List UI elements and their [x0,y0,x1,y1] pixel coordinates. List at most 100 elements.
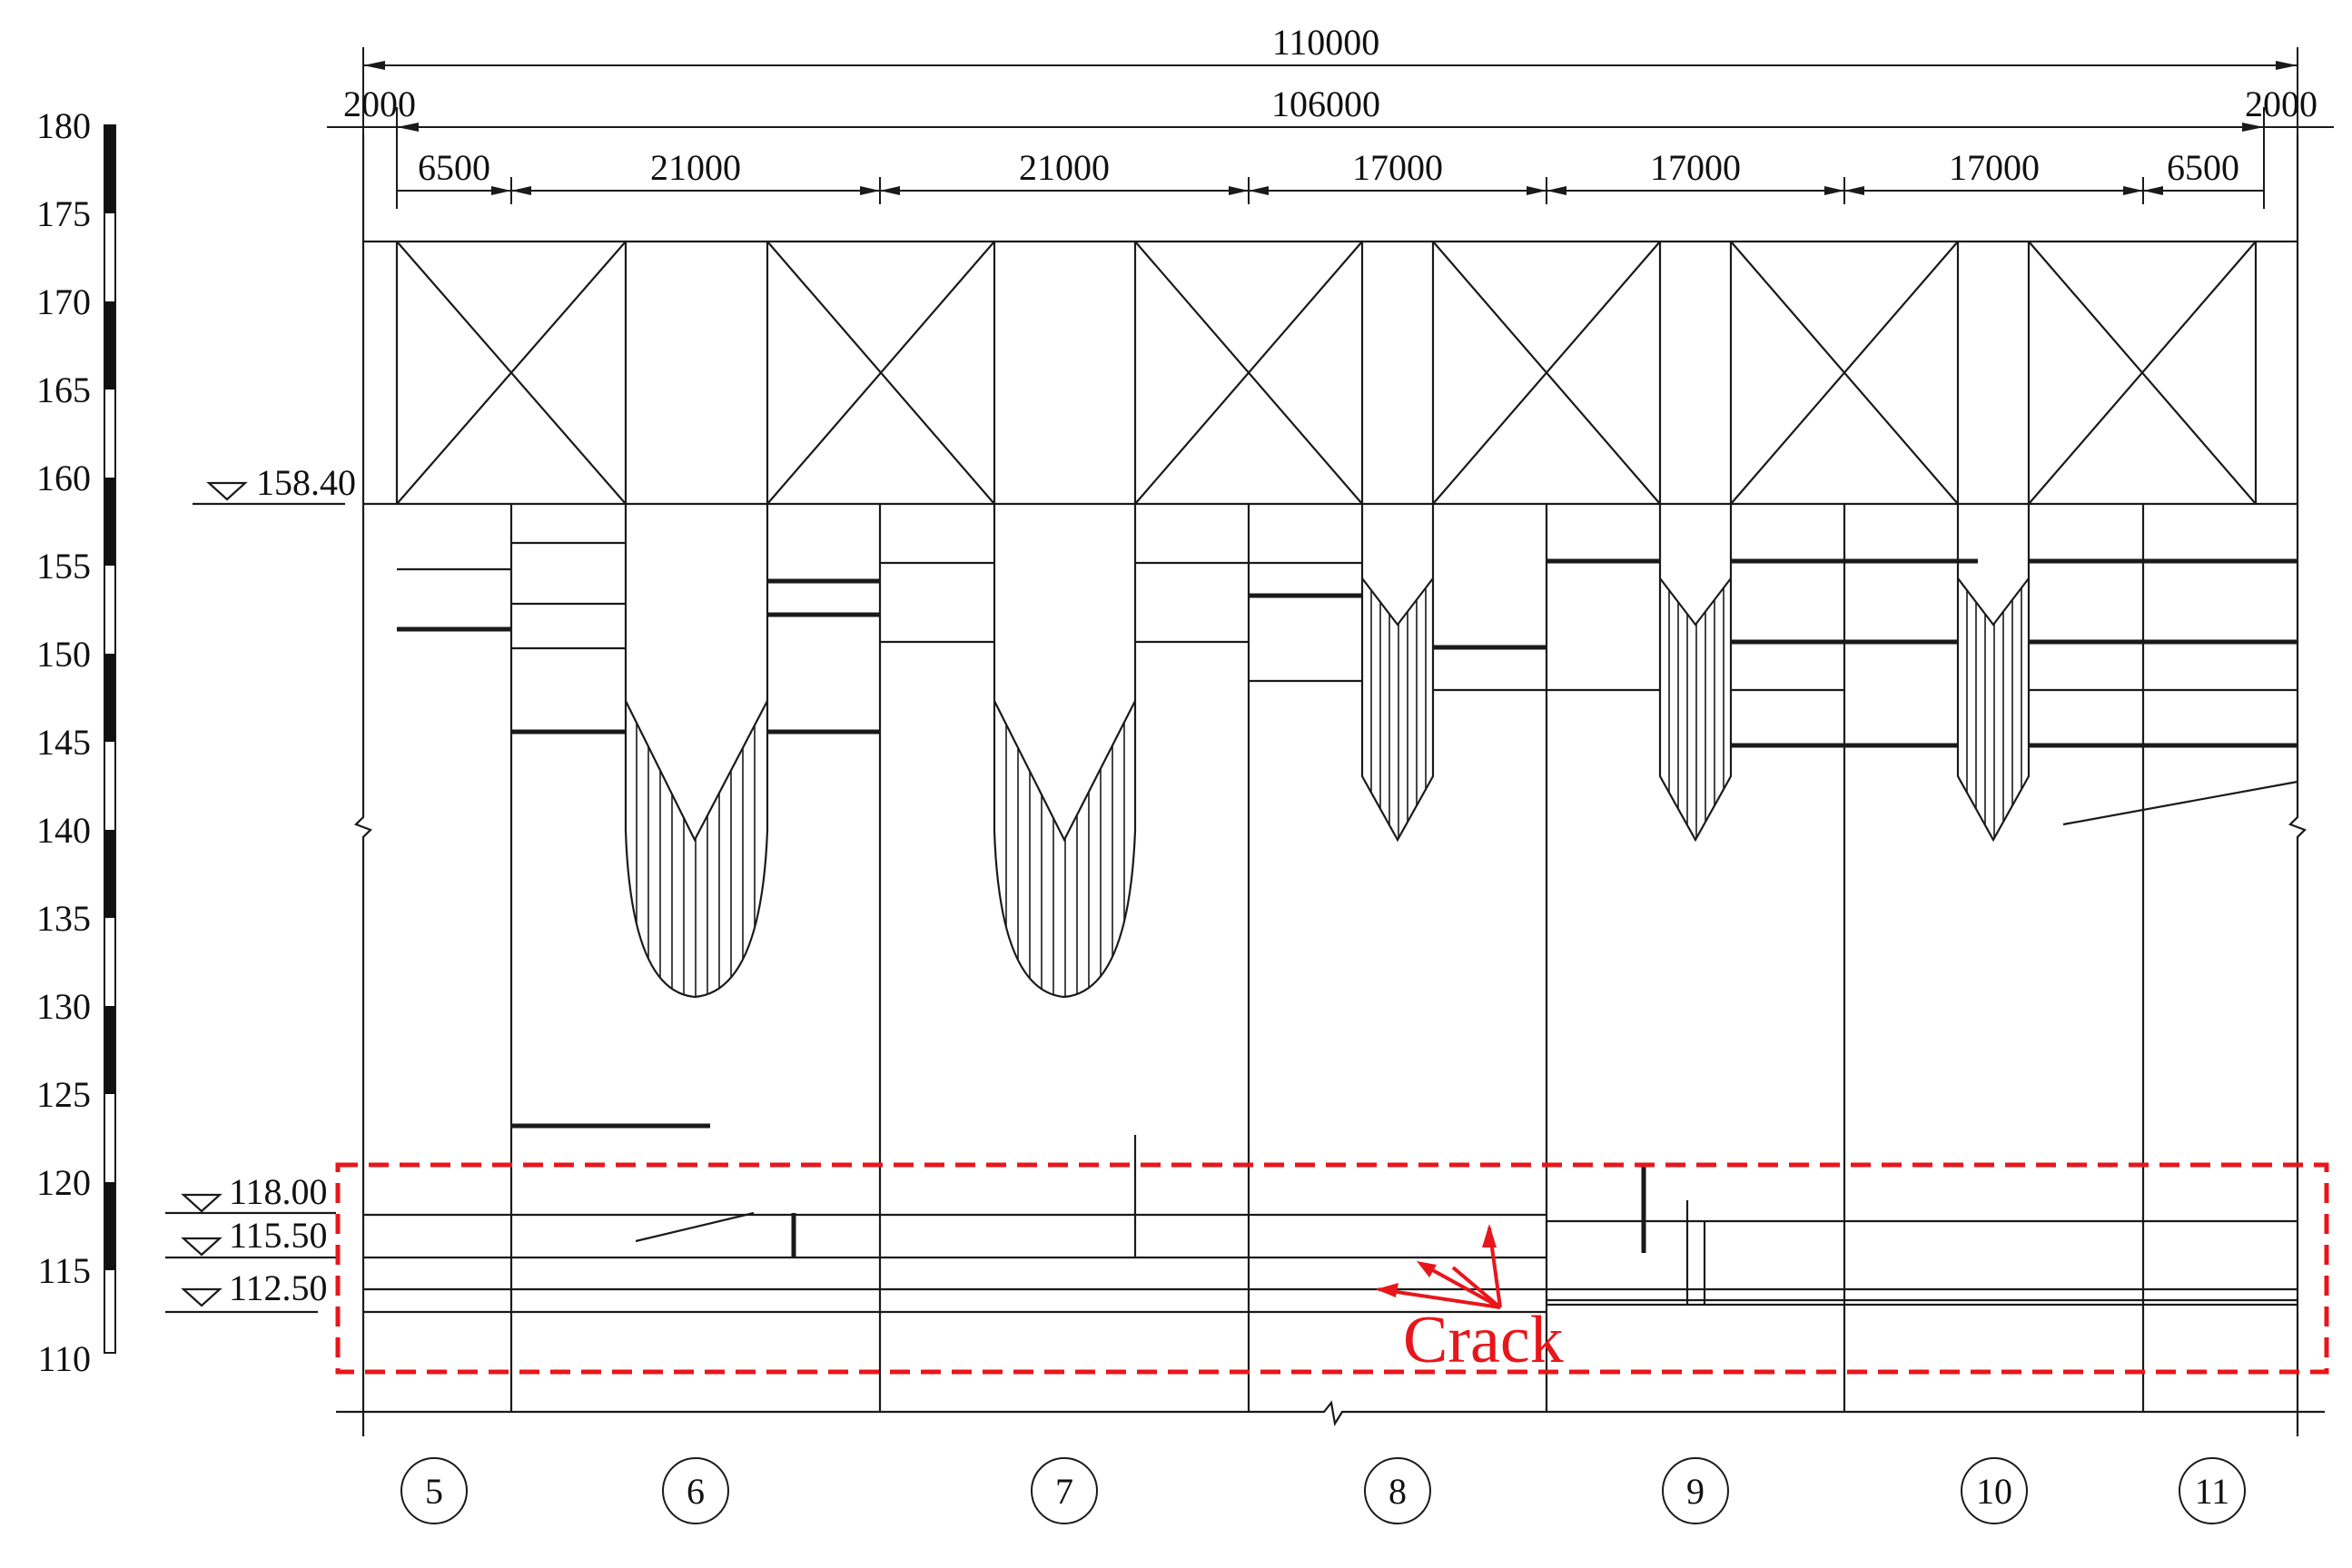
superstructure [363,240,2298,506]
dimension-lines: 110000 2000 106000 2000 [327,22,2334,209]
span-label: 6500 [418,147,490,188]
pier-label-5: 5 [400,1457,468,1524]
pier-label-6: 6 [662,1457,729,1524]
scale-bar-block [104,654,115,742]
span-label: 17000 [1949,147,2040,188]
x-brace-panel [2028,241,2257,505]
scale-label: 160 [36,458,91,498]
dimension-arrow [2123,186,2163,195]
pier-v-line [1957,577,2030,626]
pier-label-9: 9 [1662,1457,1729,1524]
pier-label-circle [1364,1457,1431,1524]
pier-label-circle [400,1457,468,1524]
scale-label: 120 [36,1162,91,1203]
x-brace-panel [1432,241,1661,505]
elevation-markers: 158.40 118.00 115.50 112.50 [165,462,356,1314]
foundation-lines [363,1135,2298,1314]
dimension-edge-left: 2000 [343,84,416,124]
pier-label-11: 11 [2179,1457,2246,1524]
crack-label: Crack [1403,1303,1564,1377]
scale-bar-block [104,125,115,213]
span-label: 6500 [2167,147,2239,188]
frame-edges [336,134,2325,1436]
crack-zone: Crack [335,1162,2329,1377]
crack-arrowhead [1482,1224,1497,1247]
span-label: 17000 [1352,147,1443,188]
pier-labels: 5 6 7 8 9 10 11 [400,1457,2246,1524]
scale-bar-block [104,1006,115,1094]
dimension-edge-right: 2000 [2245,84,2317,124]
dimension-arrow [2242,123,2264,132]
pier-label-text: 11 [2195,1471,2230,1512]
pier-label-text: 9 [1686,1471,1705,1512]
scale-label: 155 [36,546,91,587]
dimension-arrow [1527,186,1566,195]
pier-hatching [1668,578,1724,840]
pier-v-line [1361,577,1434,626]
scale-label: 125 [36,1074,91,1115]
crack-arrow [1378,1287,1501,1309]
dimension-inner: 106000 [1271,84,1380,124]
crack-arrowhead [1376,1283,1398,1297]
scale-label: 150 [36,634,91,675]
crack-pointer-arrows [1378,1227,1502,1309]
pier-label-circle [2179,1457,2246,1524]
scale-label: 145 [36,722,91,763]
dimension-arrow [1824,186,1864,195]
scale-label: 115 [37,1250,91,1291]
span-label: 21000 [650,147,741,188]
frame-bottom-break-line [336,1400,2325,1427]
scale-label: 130 [36,986,91,1027]
pier-hatching [1005,701,1125,997]
scale-bar-block [104,478,115,566]
layer-line-inclined [2062,780,2298,826]
elevation-scale: 180 175 170 165 160 155 150 145 140 135 … [36,105,116,1379]
scale-label: 175 [36,193,91,234]
scale-bar-block [104,301,115,390]
x-brace-panel [1730,241,1959,505]
inclined-crack-line [635,1211,755,1243]
dimension-arrow [491,186,531,195]
pier-label-text: 5 [425,1471,443,1512]
pier-label-circle [1961,1457,2028,1524]
pier-v-line [625,700,768,843]
frame-left-edge [354,134,372,1436]
scale-label: 165 [36,370,91,410]
pier-shaft-outline [1956,504,2031,843]
dimension-arrow [1229,186,1269,195]
pier-v-line [1659,577,1732,626]
elevation-triangle-icon [181,1287,222,1307]
dimension-arrow [2276,61,2298,70]
elevation-label: 112.50 [229,1267,328,1308]
pier-shaft-outline [1360,504,1435,843]
pier-label-text: 8 [1388,1471,1407,1512]
scale-label: 180 [36,105,91,146]
pier-label-text: 6 [687,1471,705,1512]
scale-label: 110 [37,1338,91,1379]
pier-label-text: 7 [1055,1471,1073,1512]
span-label: 21000 [1019,147,1110,188]
pier-label-8: 8 [1364,1457,1431,1524]
elevation-label: 158.40 [256,462,356,503]
dimension-overall: 110000 [1272,22,1380,63]
elevation-triangle-icon [181,1237,222,1257]
pier-v-line [993,700,1136,843]
pier-label-7: 7 [1031,1457,1098,1524]
crack-arrow [1451,1266,1502,1309]
crack-arrowhead [1417,1261,1437,1277]
pier-label-circle [1031,1457,1098,1524]
span-label: 17000 [1650,147,1741,188]
x-brace-panel [396,241,627,505]
pier-shaft-outline [624,504,769,999]
scale-bar-block [104,1182,115,1270]
crack-arrowheads [1376,1224,1497,1297]
scale-label: 170 [36,281,91,322]
block-joints [509,504,2145,1412]
pier-label-10: 10 [1961,1457,2028,1524]
scale-label: 135 [36,898,91,939]
scale-bar-block [104,830,115,918]
elevation-label: 118.00 [229,1171,328,1212]
pier-hatching [636,701,756,997]
